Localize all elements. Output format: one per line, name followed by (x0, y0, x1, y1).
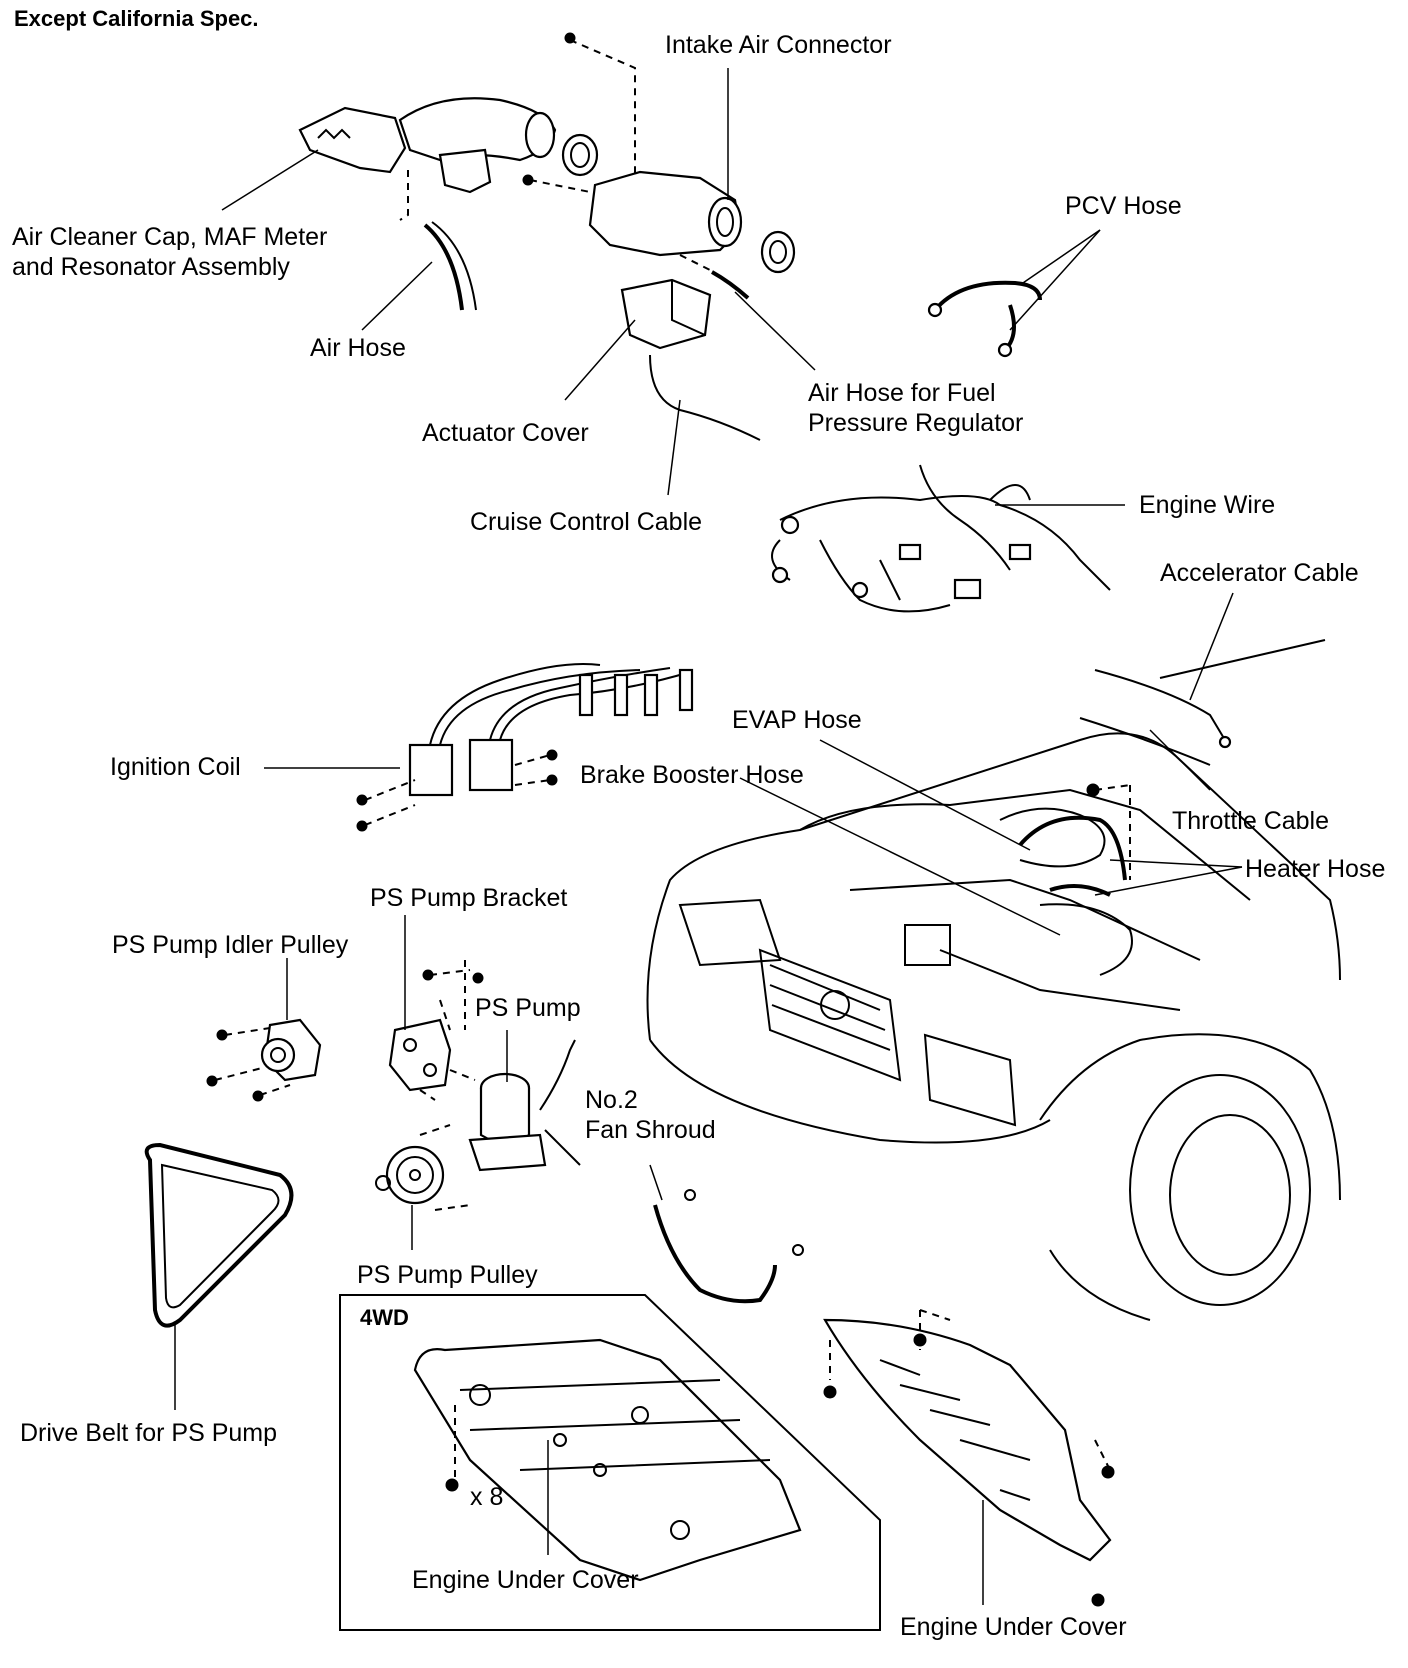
air-hose-part (423, 223, 464, 311)
label-engine-under-cover: Engine Under Cover (900, 1613, 1127, 1641)
label-accelerator-cable: Accelerator Cable (1160, 559, 1359, 587)
label-ps-pump-bracket: PS Pump Bracket (370, 884, 568, 912)
drive-belt-part (144, 1142, 294, 1328)
actuator-cover-part (620, 278, 712, 350)
label-air-hose-fuel-line2: Pressure Regulator (808, 409, 1024, 437)
throttle-cable-part (1079, 717, 1211, 766)
label-ignition-coil: Ignition Coil (110, 753, 241, 781)
label-fan-shroud-line2: Fan Shroud (585, 1116, 716, 1144)
vehicle-front-body (646, 732, 1341, 1321)
ps-pump-part (468, 1039, 581, 1172)
label-throttle-cable: Throttle Cable (1172, 807, 1330, 835)
cruise-control-cable-part (649, 354, 761, 441)
diagram-heading: Except California Spec. (14, 6, 259, 31)
ps-pump-pulley-part (385, 1145, 445, 1205)
label-actuator-cover: Actuator Cover (422, 419, 589, 447)
fan-shroud-part (653, 1204, 777, 1304)
label-brake-booster-hose: Brake Booster Hose (580, 761, 804, 789)
label-intake-air-connector: Intake Air Connector (665, 31, 892, 59)
label-ps-pump-pulley: PS Pump Pulley (357, 1261, 538, 1289)
label-ps-pump-idler-pulley: PS Pump Idler Pulley (112, 931, 349, 959)
label-evap-hose: EVAP Hose (732, 706, 862, 734)
label-fan-shroud-line1: No.2 (585, 1086, 638, 1114)
label-air-hose-fuel-line1: Air Hose for Fuel (808, 379, 996, 407)
clamp (561, 133, 599, 177)
label-air-cleaner-cap-line1: Air Cleaner Cap, MAF Meter (12, 223, 328, 251)
pcv-hose-part (927, 280, 1042, 358)
label-pcv-hose: PCV Hose (1065, 192, 1182, 220)
label-cruise-control-cable: Cruise Control Cable (470, 508, 703, 536)
intake-air-connector-part (588, 170, 743, 257)
label-ps-pump: PS Pump (475, 994, 581, 1022)
4wd-inset (339, 1294, 881, 1631)
label-heater-hose: Heater Hose (1245, 855, 1386, 883)
engine-under-cover-part (823, 1318, 1112, 1562)
ignition-coil-part (408, 663, 694, 797)
leader-lines (174, 68, 1243, 1605)
ps-pump-bracket-part (388, 1018, 452, 1092)
label-air-hose: Air Hose (310, 334, 406, 362)
air-cleaner-cap-assembly (298, 97, 557, 194)
label-engine-wire: Engine Wire (1139, 491, 1276, 519)
label-drive-belt: Drive Belt for PS Pump (20, 1419, 278, 1447)
label-engine-under-cover-4wd: Engine Under Cover (412, 1566, 639, 1594)
inset-bolt-count: x 8 (470, 1483, 504, 1511)
accelerator-cable-part (1094, 669, 1226, 741)
inset-title-4wd: 4WD (360, 1305, 409, 1330)
engine-wire-part (771, 464, 1111, 613)
clamp (760, 230, 796, 274)
label-air-cleaner-cap-line2: and Resonator Assembly (12, 253, 290, 281)
ps-pump-idler-pulley-part (260, 1018, 322, 1082)
